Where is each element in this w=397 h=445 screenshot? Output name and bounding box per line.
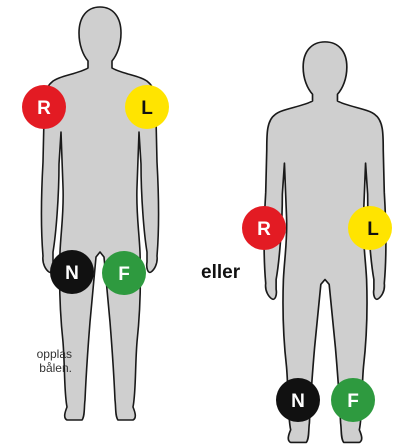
electrode-left-r: R — [22, 85, 66, 129]
electrode-right-f-label: F — [347, 391, 359, 412]
placement-note: opplas bålen. — [0, 347, 72, 375]
electrode-left-n: N — [50, 250, 94, 294]
electrode-right-f: F — [331, 378, 375, 422]
electrode-left-f: F — [102, 251, 146, 295]
electrode-left-r-label: R — [37, 98, 51, 119]
electrode-right-r-label: R — [257, 219, 271, 240]
electrode-right-l-label: L — [367, 219, 379, 240]
electrode-right-n: N — [276, 378, 320, 422]
electrode-left-n-label: N — [65, 263, 79, 284]
electrode-left-l-label: L — [141, 98, 153, 119]
placement-note-line-1: opplas — [0, 347, 72, 361]
electrode-right-r: R — [242, 206, 286, 250]
electrode-left-l: L — [125, 85, 169, 129]
connector-label: eller — [201, 262, 240, 284]
electrode-left-f-label: F — [118, 264, 130, 285]
electrode-right-n-label: N — [291, 391, 305, 412]
placement-note-line-2: bålen. — [0, 361, 72, 375]
electrode-right-l: L — [348, 206, 392, 250]
